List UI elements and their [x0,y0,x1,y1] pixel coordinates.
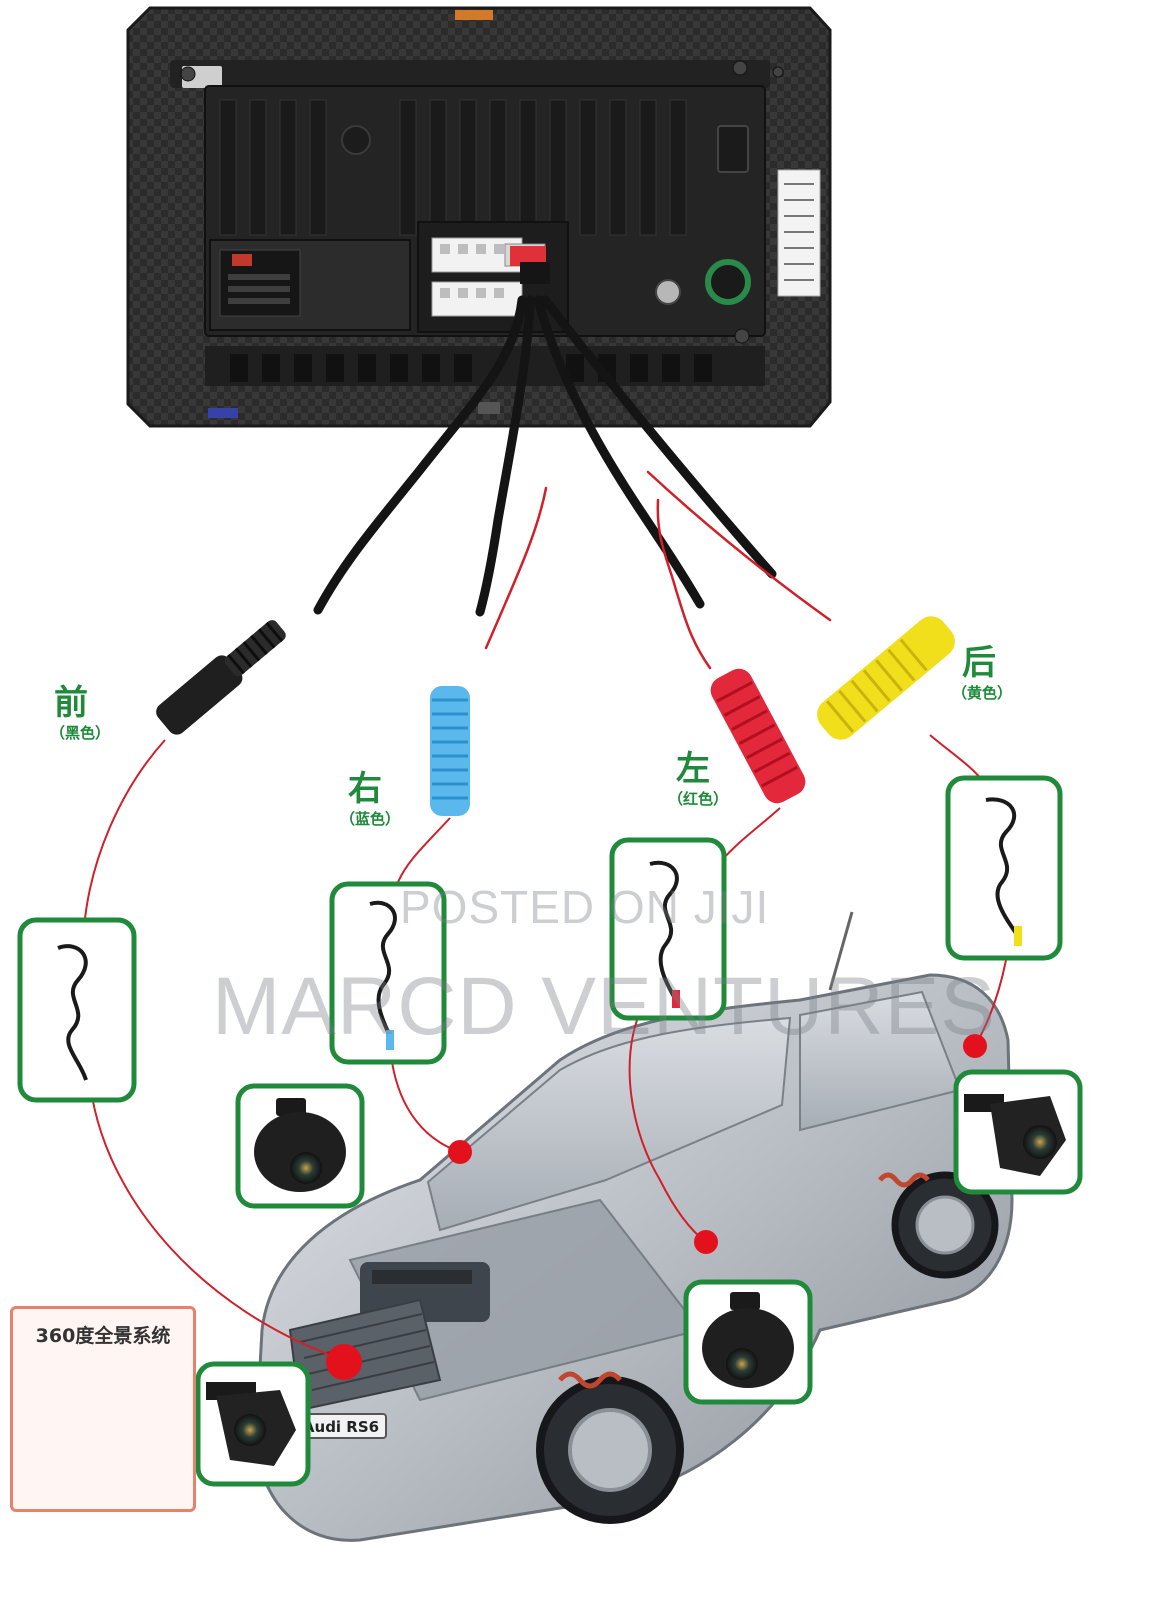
left-label: 左 [676,749,710,789]
cable-coil-icon [985,797,1020,938]
mount-right-dot [448,1140,472,1164]
license-plate-text: Audi RS6 [303,1418,379,1436]
connector-front-black [156,620,286,735]
camera-thumb-rear [953,1069,1083,1195]
left-color-label: （红色） [668,790,729,808]
head-unit [126,6,832,428]
camera-icon [702,1308,794,1388]
cable-coil-icon [369,900,397,1041]
connector-rear-yellow [817,616,955,740]
cable-thumb-front [17,917,137,1103]
cable-thumb-right [329,881,447,1065]
rear-label: 后 [962,643,996,683]
camera-thumb-front [195,1361,311,1487]
front-label: 前 [54,683,88,723]
fuse-icon [232,254,252,266]
front-color-label: （黑色） [50,724,111,742]
car-cutaway: Audi RS6 [254,911,1014,1542]
mount-left-dot [694,1230,718,1254]
rear-color-label: （黄色） [952,684,1013,702]
routing-wires [83,734,1007,1361]
cable-thumb-rear [945,775,1063,961]
cable-coil-icon [649,860,679,1002]
mount-front-dot [326,1344,362,1380]
right-label: 右 [348,769,382,809]
camera-cables [313,295,832,670]
white-connector-bottom [431,281,523,317]
camera-icon [254,1112,346,1192]
mount-rear-dot [963,1034,987,1058]
connector-right-blue [430,686,470,816]
camera-thumb-right [235,1083,365,1209]
cable-coil-icon [57,944,88,1081]
watermark-vendor: MARCD VENTURES [212,961,996,1052]
surround-view-badge: 360度全景系统 [10,1306,196,1512]
connector-left-red [710,668,806,804]
right-color-label: （蓝色） [340,810,401,828]
antenna-socket-icon [655,279,681,305]
camera-mount-points [326,1034,987,1380]
camera-harness-plug [510,246,546,266]
cable-thumb-left [609,837,727,1021]
gps-socket-icon [705,259,751,305]
camera-thumb-left [683,1279,813,1405]
watermark-posted: POSTED ON JIJI [400,881,770,933]
antenna [828,911,854,991]
badge-title: 360度全景系统 [35,1325,171,1347]
